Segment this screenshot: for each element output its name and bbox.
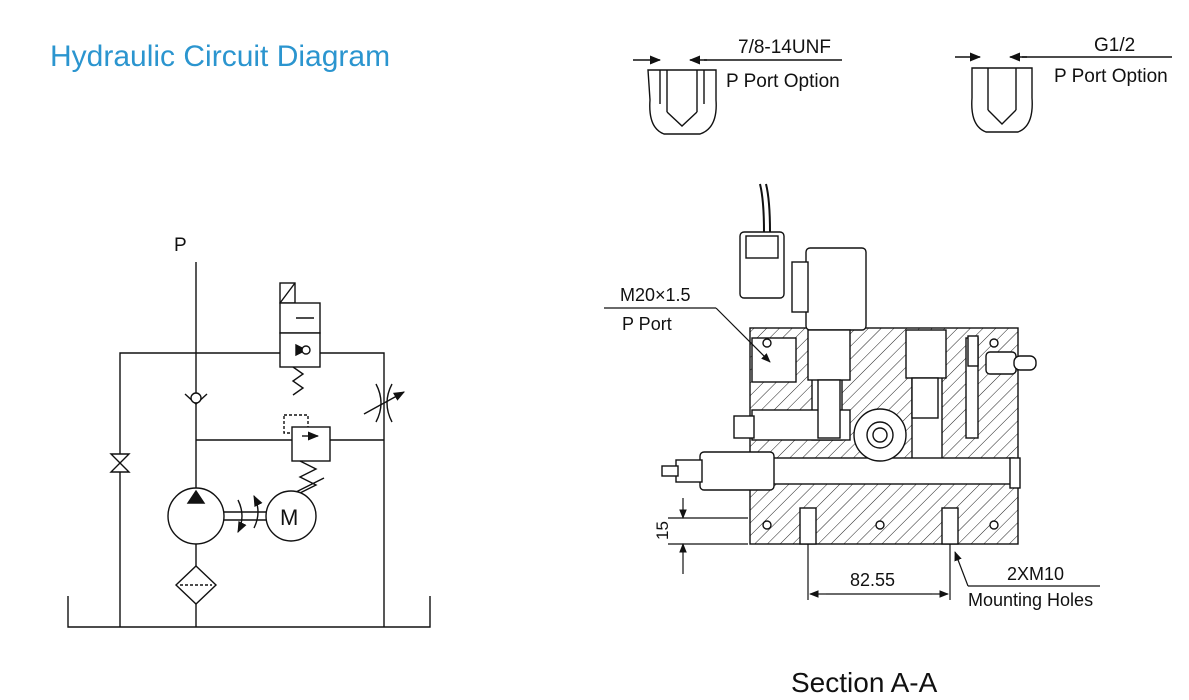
port-option-1-caption: P Port Option [726, 71, 840, 92]
port-option-2-drawing [955, 52, 1172, 133]
port-option-1-thread: 7/8-14UNF [738, 37, 831, 58]
p-port-thread: M20×1.5 [620, 285, 691, 305]
page-title: Hydraulic Circuit Diagram [50, 40, 391, 73]
port-option-2-thread: G1/2 [1094, 35, 1135, 56]
mounting-spec: 2XM10 [1007, 564, 1064, 584]
motor-label: M [280, 505, 298, 530]
mounting-label: Mounting Holes [968, 590, 1093, 610]
relief-valve-symbol [283, 414, 331, 494]
motor-symbol [265, 490, 317, 542]
manual-valve-symbol [109, 453, 131, 473]
port-option-1-drawing [633, 55, 842, 135]
pump-symbol [167, 487, 266, 545]
manifold-section [661, 183, 1037, 545]
solenoid-cable [759, 183, 765, 233]
solenoid-coil [739, 231, 867, 439]
circuit-port-label: P [174, 235, 187, 256]
check-valve-symbol [184, 392, 208, 405]
dim-horizontal-label: 82.55 [850, 570, 895, 590]
throttle-valve-symbol [363, 383, 405, 423]
section-dimensions [604, 307, 1100, 600]
port-option-2-caption: P Port Option [1054, 66, 1168, 87]
return-loop [119, 352, 385, 627]
p-port-label: P Port [622, 314, 672, 334]
hydraulic-circuit [67, 262, 431, 628]
filter-symbol [174, 565, 218, 605]
tank-outline [67, 596, 431, 628]
solenoid-valve-symbol [279, 282, 321, 396]
section-caption: Section A-A [791, 667, 938, 698]
dim-vertical-label: 15 [653, 521, 672, 540]
